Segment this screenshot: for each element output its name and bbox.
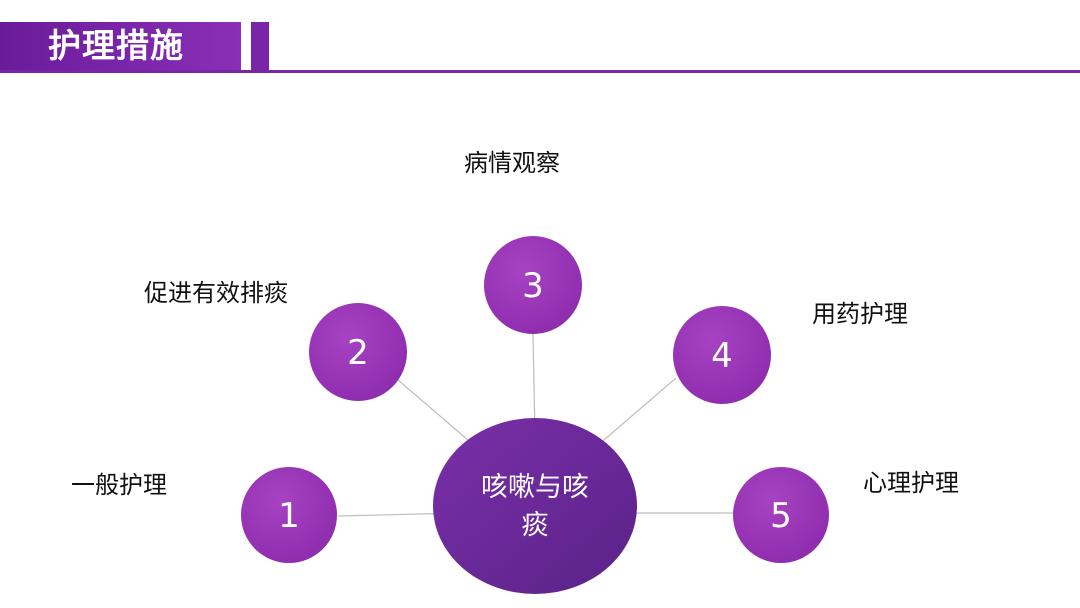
node-4-label: 用药护理 xyxy=(812,300,908,328)
node-5-label: 心理护理 xyxy=(863,469,959,497)
page-title: 护理措施 xyxy=(48,26,184,65)
node-1-number: 1 xyxy=(278,496,300,536)
node-3-label: 病情观察 xyxy=(464,149,560,177)
node-4-number: 4 xyxy=(711,336,733,376)
node-3: 3 xyxy=(484,236,582,334)
node-5-number: 5 xyxy=(770,496,792,536)
center-label-line2: 痰 xyxy=(522,510,549,541)
title-bar xyxy=(0,22,241,70)
title-accent-block xyxy=(251,22,269,70)
node-2-number: 2 xyxy=(347,333,369,373)
connector-4 xyxy=(589,377,677,453)
node-2-label: 促进有效排痰 xyxy=(144,279,288,307)
node-2: 2 xyxy=(309,303,407,401)
node-5: 5 xyxy=(733,467,829,563)
node-3-number: 3 xyxy=(522,266,544,306)
title-underline xyxy=(0,70,1080,73)
center-label-line1: 咳嗽与咳 xyxy=(481,472,589,503)
node-1: 1 xyxy=(241,467,337,563)
node-4: 4 xyxy=(673,306,771,404)
node-1-label: 一般护理 xyxy=(71,471,167,499)
center-node: 咳嗽与咳 痰 xyxy=(433,418,637,594)
